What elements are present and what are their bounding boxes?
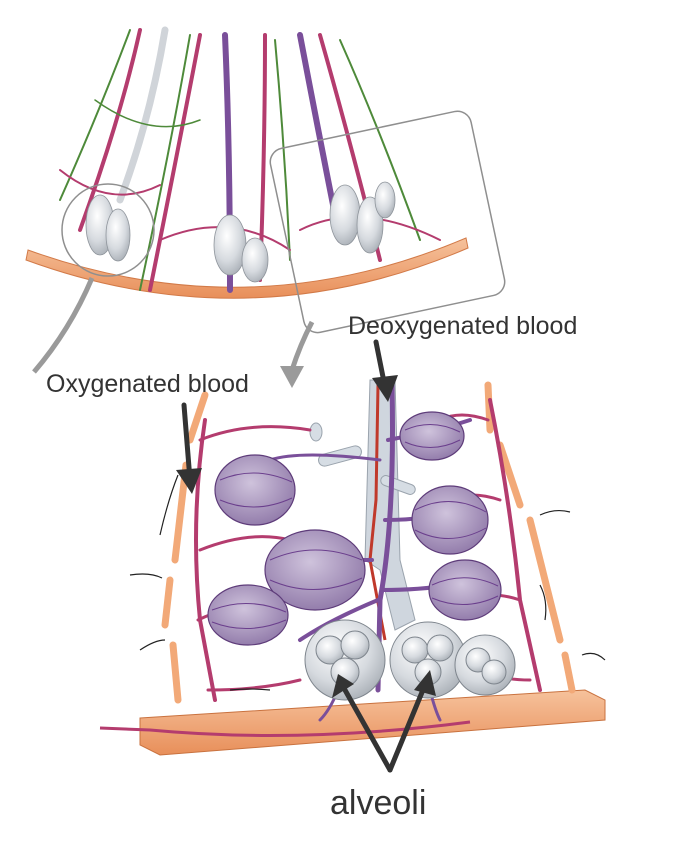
flow-arrows <box>129 474 606 691</box>
callout-arrowhead-right <box>280 366 304 388</box>
oxygenated-blood-label: Oxygenated blood <box>46 370 249 398</box>
capillary-lines <box>211 424 499 630</box>
overview-vessels <box>59 26 441 293</box>
oxygenated-vessels <box>194 398 542 702</box>
septum-walls <box>161 381 576 704</box>
overview-pleura <box>25 237 469 299</box>
deoxygenated-blood-label: Deoxygenated blood <box>348 312 578 340</box>
label-arrowheads <box>176 375 436 698</box>
callout-arrow-left <box>32 277 95 374</box>
lobule-detail <box>99 339 606 773</box>
overview-panel <box>25 26 506 388</box>
zoom-circle <box>61 183 155 277</box>
alveoli-label: alveoli <box>330 784 427 822</box>
pleura-vessel <box>99 720 471 737</box>
pleura-base <box>139 689 606 756</box>
alveoli-open <box>304 619 516 701</box>
callout-arrow-right <box>289 320 315 371</box>
zoom-rectangle <box>269 110 506 334</box>
capillary-covered-sacs <box>207 411 502 646</box>
overview-alveolar-clusters <box>85 181 396 283</box>
